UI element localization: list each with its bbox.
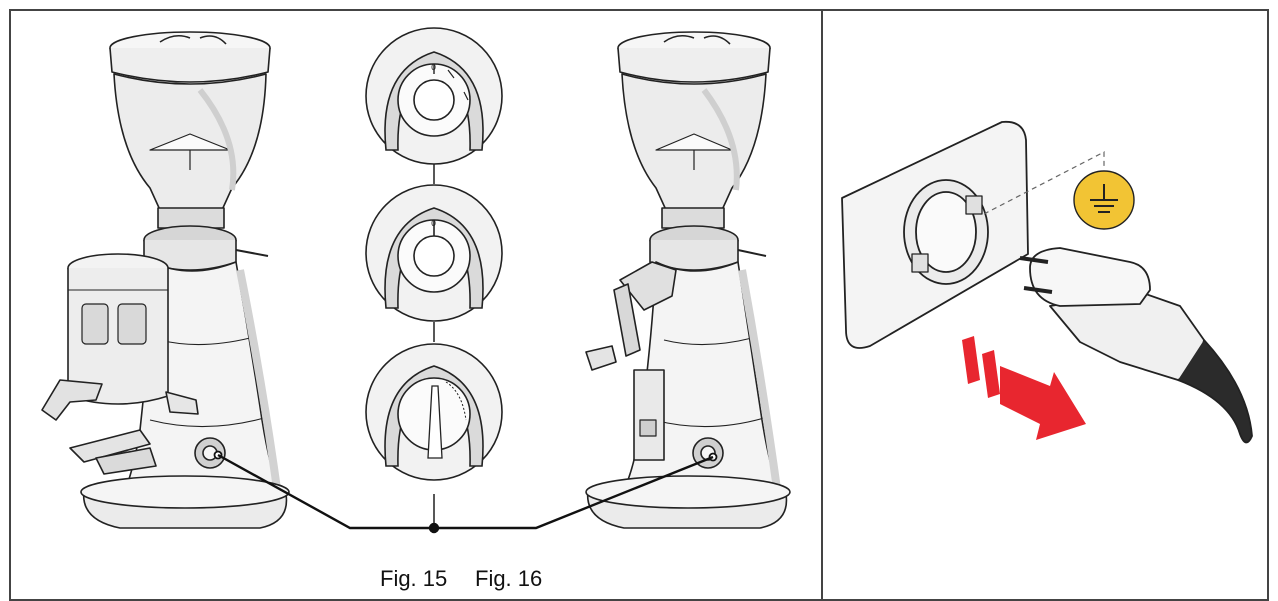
doser-lever [41,379,103,421]
plug-head [1029,247,1151,307]
dial-callout-off: 0 [365,27,503,165]
front-panel [633,369,665,461]
dial-callout-max [365,343,503,481]
fork-holder [619,261,677,311]
dial-callout-medium: 0 [365,184,503,322]
wall-socket-panel [841,120,1029,349]
figure-caption-16: Fig. 16 [475,566,543,591]
leader-right [434,455,714,530]
arrow-right-down-icon [962,336,1086,440]
grinder-on-demand [585,31,791,529]
hopper-lid-rim [109,47,271,83]
power-cable [1177,339,1253,444]
grinder-with-doser [41,31,290,529]
portafilter-fork [69,429,151,463]
leader-left [217,453,434,530]
svg-text:0: 0 [431,219,436,228]
power-plug [1019,247,1253,444]
hopper-collar [157,207,225,229]
figure-caption-15: Fig. 15 [380,566,448,591]
ground-leader [983,151,1105,215]
ground-icon [1073,170,1135,230]
callout-lines [217,164,714,534]
svg-text:0: 0 [431,63,436,72]
